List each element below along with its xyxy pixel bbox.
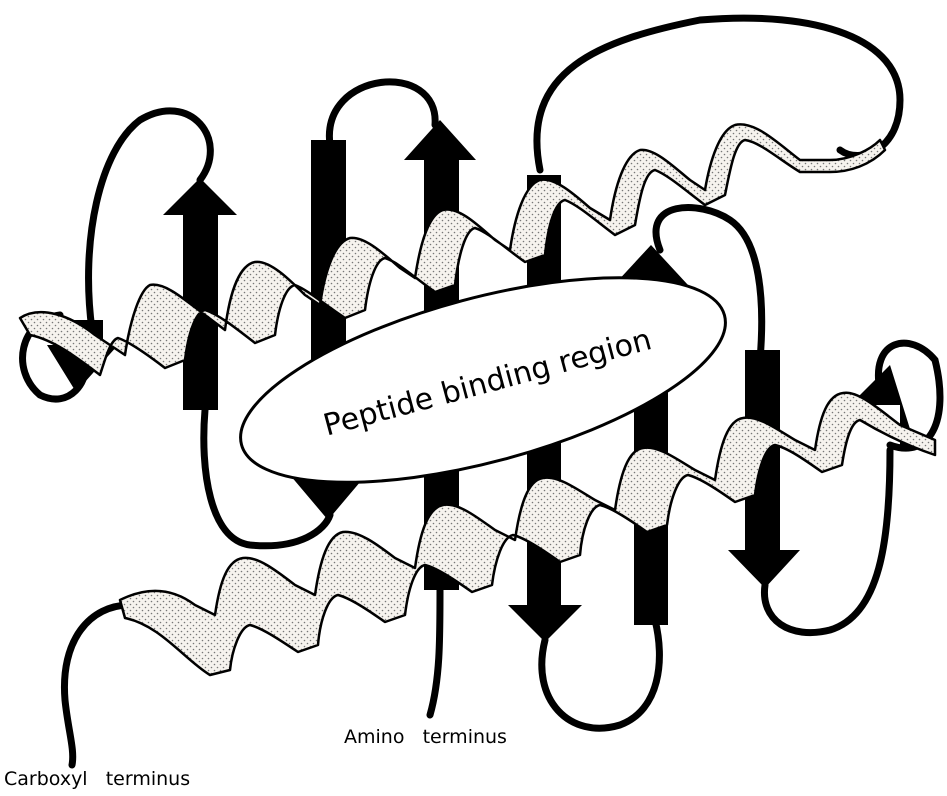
loop-left-bottom [200, 406, 334, 550]
binding-region: Peptide binding region [239, 276, 727, 484]
strand-5-up [614, 245, 688, 625]
helix-upper [18, 123, 887, 377]
loop-left-top [85, 107, 214, 334]
strand-right-small [850, 365, 915, 445]
carboxyl-terminus-label: Carboxyl terminus [4, 768, 191, 790]
strand-1-up [163, 178, 237, 410]
loop-right-bottom [760, 446, 894, 637]
amino-terminus-label: Amino terminus [344, 726, 507, 748]
loop-top-1 [326, 78, 439, 149]
loop-bottom-1 [538, 616, 663, 732]
binding-region-ellipse [239, 276, 727, 484]
strand-2-down [290, 140, 366, 520]
helix-lower [118, 391, 937, 677]
loop-right-top [652, 204, 766, 364]
strand-6-down [728, 350, 800, 588]
loop-top-long [533, 14, 904, 174]
carboxyl-tail [60, 601, 134, 769]
alpha-helices [18, 123, 937, 677]
amino-tail [426, 586, 444, 719]
